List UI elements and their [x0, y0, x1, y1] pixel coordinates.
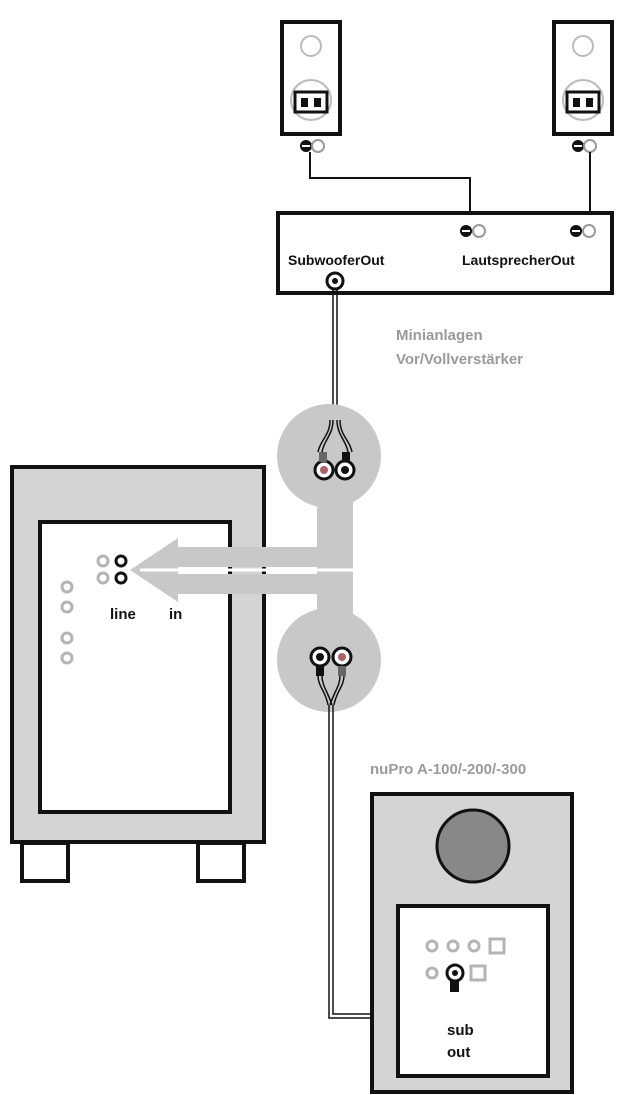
- speaker-right-plus-terminal: [583, 139, 597, 153]
- amplifier-caption-line2: Vor/Vollverstärker: [396, 351, 523, 368]
- speaker-right-terminal: [565, 90, 601, 114]
- nupro-sub-label: sub: [447, 1022, 474, 1039]
- line-in-label-in: in: [169, 606, 182, 623]
- subwoofer-input-jack-l-gray: [96, 554, 110, 568]
- speaker-left: [280, 20, 342, 153]
- subwoofer-input-jack-r-gray: [96, 571, 110, 585]
- signal-flow-arrow: [130, 404, 381, 712]
- speaker-left-terminal: [293, 90, 329, 114]
- subwoofer: line in: [10, 465, 266, 883]
- subwoofer-out-label: SubwooferOut: [288, 252, 385, 268]
- speaker-left-plus-terminal: [311, 139, 325, 153]
- amplifier: SubwooferOut LautsprecherOut: [276, 211, 614, 295]
- speaker-right: [552, 20, 614, 153]
- subwoofer-foot-right: [196, 841, 246, 883]
- amp-speaker-plus-terminal: [472, 224, 486, 238]
- nupro-out-label: out: [447, 1044, 470, 1061]
- subwoofer-line-in-jack-2: [114, 571, 128, 585]
- subwoofer-foot-left: [20, 841, 70, 883]
- subwoofer-line-in-jack-1: [114, 554, 128, 568]
- nupro-woofer: [435, 808, 511, 884]
- speaker-out-label: LautsprecherOut: [462, 252, 575, 268]
- amplifier-caption-line1: Minianlagen: [396, 327, 483, 344]
- amp-speaker-plus-terminal-2: [582, 224, 596, 238]
- cable-amp-to-splitter: [332, 289, 338, 420]
- splitter-top-circle: [277, 404, 381, 508]
- line-in-label-line: line: [110, 606, 136, 623]
- speaker-wire-left: [309, 152, 471, 222]
- nupro-speaker: sub out: [370, 792, 574, 1094]
- y-splitter-top: [313, 419, 356, 481]
- nupro-back-panel: [396, 904, 550, 1078]
- nupro-model-label: nuPro A-100/-200/-300: [370, 761, 526, 778]
- y-splitter-bottom: [309, 646, 353, 706]
